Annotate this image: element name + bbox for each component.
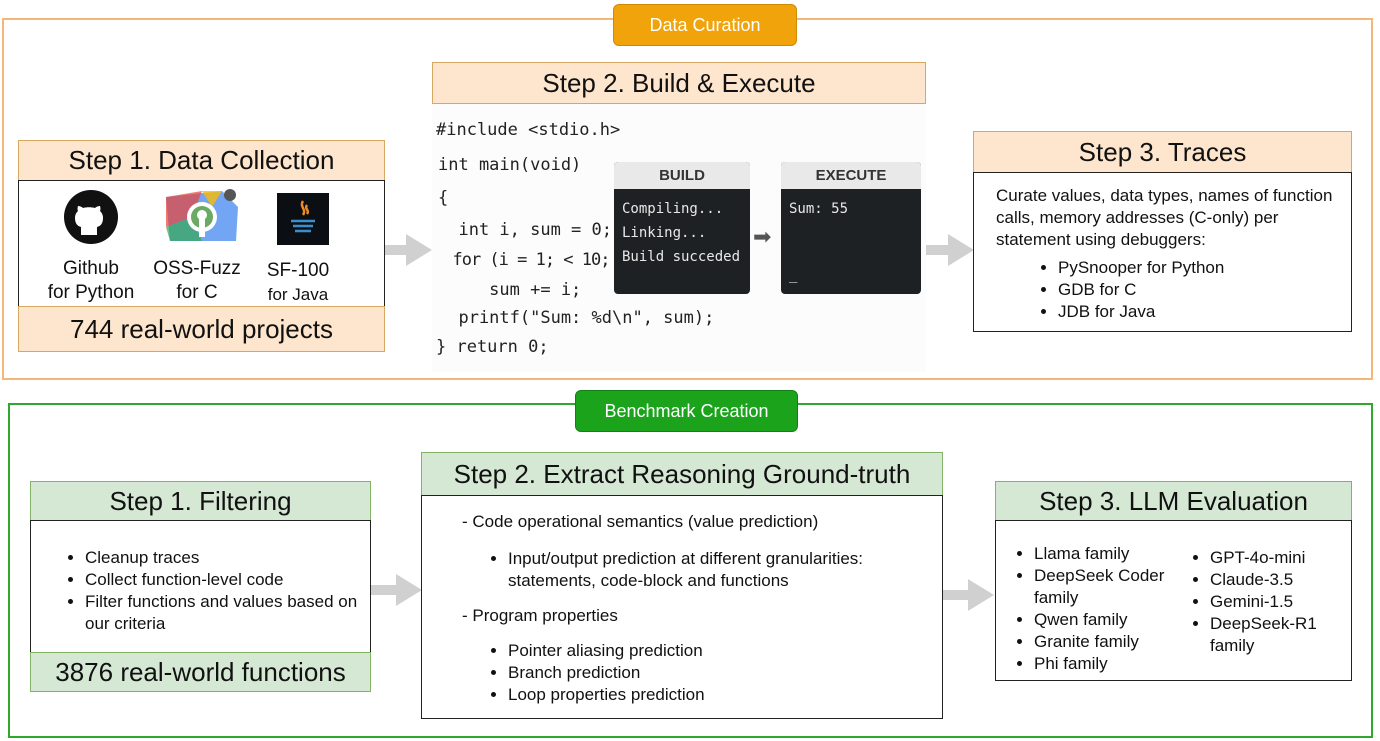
- filtering-body: Cleanup traces Collect function-level co…: [30, 520, 371, 653]
- filter-item: Cleanup traces: [85, 547, 363, 569]
- code-line: } return 0;: [436, 337, 549, 357]
- arrow-right-icon: ➡: [753, 224, 772, 249]
- section-semantics: - Code operational semantics (value pred…: [462, 512, 819, 531]
- step1-filtering-title: Step 1. Filtering: [30, 481, 371, 521]
- build-line: Linking...: [622, 225, 707, 241]
- model-item: Granite family: [1034, 631, 1172, 653]
- terminal-cursor: _: [789, 267, 798, 283]
- model-item: Llama family: [1034, 543, 1172, 565]
- filter-item: Collect function-level code: [85, 569, 363, 591]
- arrow-right-icon: [406, 234, 432, 266]
- code-line: {: [438, 188, 449, 208]
- github-icon: [64, 190, 118, 244]
- build-line: Compiling...: [622, 201, 724, 217]
- arrow-shaft: [943, 590, 970, 600]
- arrow-shaft: [926, 245, 950, 255]
- projects-count: 744 real-world projects: [18, 306, 385, 352]
- execute-terminal: EXECUTE Sum: 55 _: [781, 162, 921, 294]
- model-item: Gemini-1.5: [1210, 591, 1338, 613]
- debugger-item: PySnooper for Python: [1058, 257, 1224, 279]
- oss-fuzz-icon: [166, 189, 238, 241]
- source-name: OSS-Fuzz: [153, 258, 241, 279]
- source-sub: for Java: [267, 285, 329, 304]
- code-line: for (i = 1; < 10;: [434, 250, 610, 270]
- llm-body: Llama family DeepSeek Coder family Qwen …: [995, 520, 1352, 681]
- step3-traces-title: Step 3. Traces: [973, 131, 1352, 173]
- code-line: int i, sum = 0;: [438, 220, 612, 240]
- model-item: Phi family: [1034, 653, 1172, 675]
- section-properties: - Program properties: [462, 606, 618, 625]
- data-curation-label: Data Curation: [613, 4, 797, 46]
- filter-item: Filter functions and values based on our…: [85, 591, 363, 635]
- code-line: int main(void): [438, 155, 582, 175]
- model-item: DeepSeek-R1 family: [1210, 613, 1338, 657]
- code-line: printf("Sum: %d\n", sum);: [438, 308, 715, 328]
- source-sub: for Python: [47, 282, 135, 303]
- arrow-right-icon: [396, 574, 422, 606]
- step1-data-collection-title: Step 1. Data Collection: [18, 140, 385, 181]
- model-item: Claude-3.5: [1210, 569, 1338, 591]
- arrow-right-icon: [948, 234, 974, 266]
- model-item: Qwen family: [1034, 609, 1172, 631]
- arrow-shaft: [385, 245, 407, 255]
- build-title: BUILD: [614, 162, 750, 189]
- model-item: DeepSeek Coder family: [1034, 565, 1172, 609]
- debugger-item: JDB for Java: [1058, 301, 1224, 323]
- property-item: Pointer aliasing prediction: [508, 640, 705, 662]
- execute-output: Sum: 55: [789, 201, 849, 217]
- code-panel: #include <stdio.h> int main(void) { int …: [432, 104, 926, 372]
- source-name: Github: [63, 258, 119, 279]
- functions-count: 3876 real-world functions: [30, 652, 371, 692]
- execute-title: EXECUTE: [781, 162, 921, 189]
- step3-llm-evaluation-title: Step 3. LLM Evaluation: [995, 481, 1352, 521]
- code-line: #include <stdio.h>: [436, 120, 621, 140]
- java-icon: [277, 193, 329, 245]
- arrow-right-icon: [968, 579, 994, 611]
- benchmark-creation-label: Benchmark Creation: [575, 390, 798, 432]
- traces-description: Curate values, data types, names of func…: [996, 186, 1333, 249]
- debugger-item: GDB for C: [1058, 279, 1224, 301]
- data-sources: Github for Python OSS-Fuzz for C SF-100 for…: [18, 180, 385, 307]
- build-terminal: BUILD Compiling... Linking... Build succed…: [614, 162, 750, 294]
- source-sub: for C: [176, 282, 218, 303]
- property-item: Branch prediction: [508, 662, 705, 684]
- model-item: GPT-4o-mini: [1210, 547, 1338, 569]
- extract-body: - Code operational semantics (value pred…: [421, 495, 943, 719]
- build-line: Build succeded: [622, 249, 741, 265]
- property-item: Loop properties prediction: [508, 684, 705, 706]
- traces-body: Curate values, data types, names of func…: [973, 172, 1352, 332]
- step2-extract-title: Step 2. Extract Reasoning Ground-truth: [421, 452, 943, 496]
- step2-build-execute-title: Step 2. Build & Execute: [432, 62, 926, 104]
- semantics-item: Input/output prediction at different gra…: [508, 548, 926, 592]
- code-line: sum += i;: [438, 280, 582, 300]
- arrow-shaft: [371, 585, 397, 595]
- source-name: SF-100: [266, 260, 330, 281]
